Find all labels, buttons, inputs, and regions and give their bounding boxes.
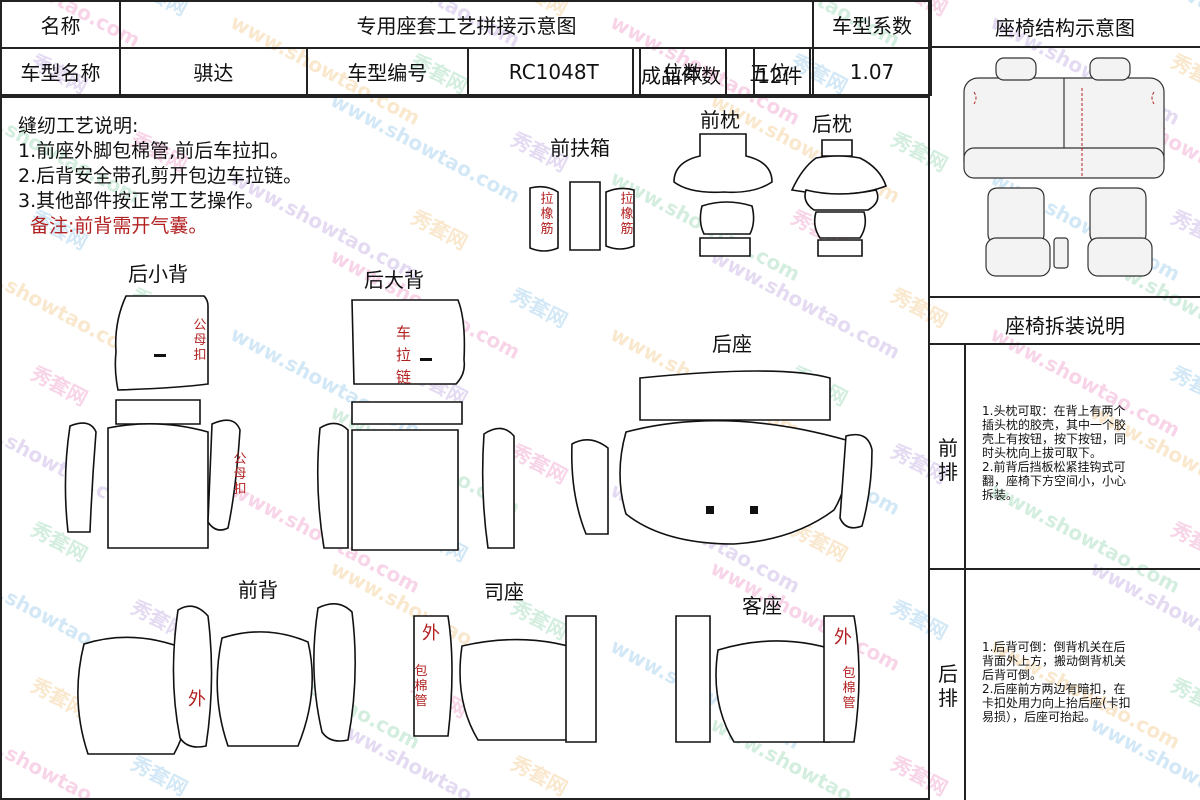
notes-title: 缝纫工艺说明: [18, 115, 139, 137]
model-name-label: 车型名称 [0, 47, 121, 96]
label-rear-pillow: 后枕 [812, 112, 852, 136]
cotton-tube-label-passenger: 包棉管 [842, 666, 856, 711]
rear-row-note-line: 易损），后座可抬起。 [982, 710, 1097, 724]
label-driver-seat: 司座 [484, 580, 524, 604]
front-row-label: 前排 [938, 436, 958, 484]
label-rear-seat: 后座 [712, 332, 752, 356]
snap-label-bottom: 公母扣 [233, 452, 247, 497]
structure-title: 座椅结构示意图 [995, 16, 1135, 40]
front-row-note-line: 插头枕的胶壳，其中一个胶 [982, 418, 1127, 432]
notes-item-3: 3.其他部件按正常工艺操作。 [18, 190, 265, 212]
label-passenger-seat: 客座 [742, 594, 782, 618]
outer-label-driver: 外 [422, 623, 440, 644]
rear-row-note-line: 1.后背可倒：倒背机关在后 [982, 640, 1126, 654]
pattern-pieces [64, 133, 888, 755]
label-rear-small-back: 后小背 [128, 262, 188, 286]
front-row-note-line: 拆装。 [982, 488, 1019, 502]
front-row-note-line: 壳上有按钮，按下按钮，同 [982, 432, 1127, 446]
snap-label-top: 公母扣 [193, 318, 207, 363]
rear-row-note-line: 后背可倒。 [982, 668, 1043, 682]
coef-value: 1.07 [812, 47, 932, 96]
pieces-value: 12件 [757, 64, 803, 88]
rear-row-note-line: 卡扣处用力向上抬后座(卡扣 [982, 696, 1131, 710]
cotton-tube-label-driver: 包棉管 [414, 664, 428, 709]
seat-structure-diagram [963, 57, 1165, 277]
notes-item-2: 2.后背安全带孔剪开包边车拉链。 [18, 165, 303, 187]
model-no-label: 车型编号 [305, 47, 469, 96]
label-front-armrest: 前扶箱 [550, 136, 610, 160]
front-row-note-line: 时头枕向上拔可取下。 [982, 446, 1103, 460]
page-title: 专用座套工艺拼接示意图 [119, 0, 814, 49]
elastic-label-right: 拉橡筋 [620, 192, 634, 237]
name-label: 名称 [0, 0, 121, 49]
label-rear-big-back: 后大背 [364, 268, 424, 292]
front-row-note-line: 2.前背后挡板松紧挂钩式可 [982, 460, 1126, 474]
label-front-back: 前背 [238, 578, 278, 602]
outer-label-front: 外 [188, 689, 206, 710]
seats-label: 位数 [638, 47, 728, 96]
seats-value: 五位 [725, 47, 812, 96]
notes-remark: 备注:前背需开气囊。 [30, 215, 208, 237]
notes-item-1: 1.前座外脚包棉管,前后车拉扣。 [18, 140, 290, 162]
rear-row-label: 后排 [938, 662, 958, 710]
rear-row-notes: 1.后背可倒：倒背机关在后背面外上方，搬动倒背机关后背可倒。2.后座前方两边有暗… [982, 640, 1131, 724]
model-no: RC1048T [466, 47, 641, 96]
side-panel: 座椅结构示意图 座椅拆装说明 前排 1.头枕可取：在背上有两个插头枕的胶壳，其中… [928, 0, 1200, 800]
outer-label-passenger: 外 [834, 627, 852, 648]
pieces-label: 成品件数 [641, 64, 721, 88]
zipper-label: 车拉链 [396, 324, 412, 386]
model-name: 骐达 [119, 47, 308, 96]
header-table: 名称 专用座套工艺拼接示意图 车型系数 车型名称 骐达 车型编号 RC1048T… [0, 0, 932, 96]
front-row-note-line: 翻，座椅下方空间小，小心 [982, 474, 1127, 488]
rear-row-note-line: 背面外上方，搬动倒背机关 [982, 654, 1127, 668]
coef-label: 车型系数 [812, 0, 932, 49]
label-front-pillow: 前枕 [700, 108, 740, 132]
disassembly-title: 座椅拆装说明 [1005, 314, 1125, 338]
front-row-note-line: 1.头枕可取：在背上有两个 [982, 404, 1126, 418]
elastic-label-left: 拉橡筋 [540, 192, 554, 237]
rear-row-note-line: 2.后座前方两边有暗扣，在 [982, 682, 1126, 696]
front-row-notes: 1.头枕可取：在背上有两个插头枕的胶壳，其中一个胶壳上有按钮，按下按钮，同时头枕… [982, 404, 1126, 502]
sewing-notes: 缝纫工艺说明: 1.前座外脚包棉管,前后车拉扣。 2.后背安全带孔剪开包边车拉链… [18, 114, 302, 239]
